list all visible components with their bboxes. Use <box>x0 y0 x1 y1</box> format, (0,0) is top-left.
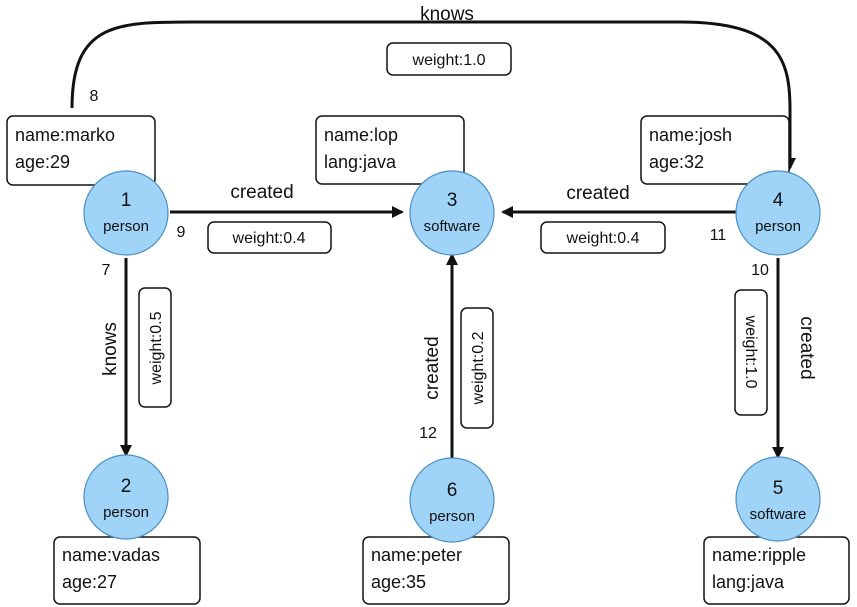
edge-9-weight: weight:0.4 <box>232 230 306 247</box>
node-4: 4 person <box>735 170 821 256</box>
edge-12-id: 12 <box>419 425 437 442</box>
node-3-prop-lang: lang:java <box>324 152 397 172</box>
edge-10-weight-box <box>734 289 768 416</box>
edge-12-weight: weight:0.2 <box>470 331 487 405</box>
node-4-type: person <box>755 218 801 235</box>
node-3-id: 3 <box>447 190 458 211</box>
edge-9-weight-box <box>207 221 332 254</box>
node-4-id: 4 <box>773 190 784 211</box>
node-1-circle <box>83 170 169 256</box>
node-5-type: software <box>750 506 807 523</box>
edge-7-id: 7 <box>102 262 111 279</box>
node-5-props: name:ripple lang:java <box>703 536 850 605</box>
node-1-prop-age: age:29 <box>15 152 70 172</box>
node-6-prop-name: name:peter <box>371 545 462 565</box>
edge-7-weight-box <box>138 287 172 408</box>
node-1-prop-name: name:marko <box>15 125 115 145</box>
edge-12-weight-box <box>460 307 494 429</box>
edge-11-label: created <box>566 183 629 204</box>
node-1-id: 1 <box>121 190 132 211</box>
node-5-prop-lang: lang:java <box>712 572 785 592</box>
node-4-prop-age: age:32 <box>649 152 704 172</box>
node-3-type: software <box>424 218 481 235</box>
edge-10-id: 10 <box>751 262 769 279</box>
node-6-props: name:peter age:35 <box>362 536 510 605</box>
node-6-prop-age: age:35 <box>371 572 426 592</box>
node-3-props: name:lop lang:java <box>315 115 465 185</box>
edge-9-label: created <box>230 182 293 203</box>
edge-10-label: created <box>796 316 817 379</box>
node-4-circle <box>735 170 821 256</box>
node-1-props: name:marko age:29 <box>6 115 156 186</box>
node-1-type: person <box>103 218 149 235</box>
node-6-circle <box>409 457 495 543</box>
node-4-props-box <box>640 115 790 185</box>
edge-11: 11 created weight:0.4 <box>501 183 736 254</box>
node-3-circle <box>409 170 495 256</box>
node-2-prop-age: age:27 <box>62 572 117 592</box>
edge-8-label: knows <box>420 4 474 25</box>
node-6-type: person <box>429 508 475 525</box>
edge-12: 12 created weight:0.2 <box>419 253 494 458</box>
edge-10: 10 created weight:1.0 <box>734 258 817 459</box>
edge-8-weight-box <box>386 42 512 76</box>
node-1: 1 person <box>83 170 169 256</box>
node-4-props: name:josh age:32 <box>640 115 790 185</box>
node-5-id: 5 <box>773 478 784 499</box>
node-2-circle <box>83 454 169 540</box>
edge-9: 9 created weight:0.4 <box>170 182 404 254</box>
node-2-props: name:vadas age:27 <box>53 536 201 605</box>
node-2: 2 person <box>83 454 169 540</box>
edge-11-id: 11 <box>710 227 727 244</box>
node-2-type: person <box>103 504 149 521</box>
edge-8-id: 8 <box>90 88 99 105</box>
edge-12-label: created <box>422 336 443 399</box>
node-5-circle <box>735 456 821 542</box>
edge-7-label: knows <box>100 322 121 376</box>
edge-7: 7 knows weight:0.5 <box>100 258 172 457</box>
node-3: 3 software <box>409 170 495 256</box>
node-6-id: 6 <box>447 480 458 501</box>
node-4-prop-name: name:josh <box>649 125 732 145</box>
node-5: 5 software <box>735 456 821 542</box>
edge-8: 8 knows weight:1.0 <box>70 4 796 170</box>
node-3-prop-name: name:lop <box>324 125 398 145</box>
edge-10-weight: weight:1.0 <box>742 315 759 389</box>
node-2-prop-name: name:vadas <box>62 545 160 565</box>
node-2-id: 2 <box>121 476 132 497</box>
node-1-props-box <box>6 115 156 186</box>
edge-7-weight: weight:0.5 <box>148 311 165 385</box>
edge-8-line <box>70 20 796 170</box>
node-5-prop-name: name:ripple <box>712 545 806 565</box>
node-6: 6 person <box>409 457 495 543</box>
node-3-props-box <box>315 115 465 185</box>
edge-11-weight-box <box>540 221 666 254</box>
edge-11-weight: weight:0.4 <box>566 230 640 247</box>
edge-9-id: 9 <box>177 224 186 241</box>
edge-8-weight: weight:1.0 <box>412 52 486 69</box>
